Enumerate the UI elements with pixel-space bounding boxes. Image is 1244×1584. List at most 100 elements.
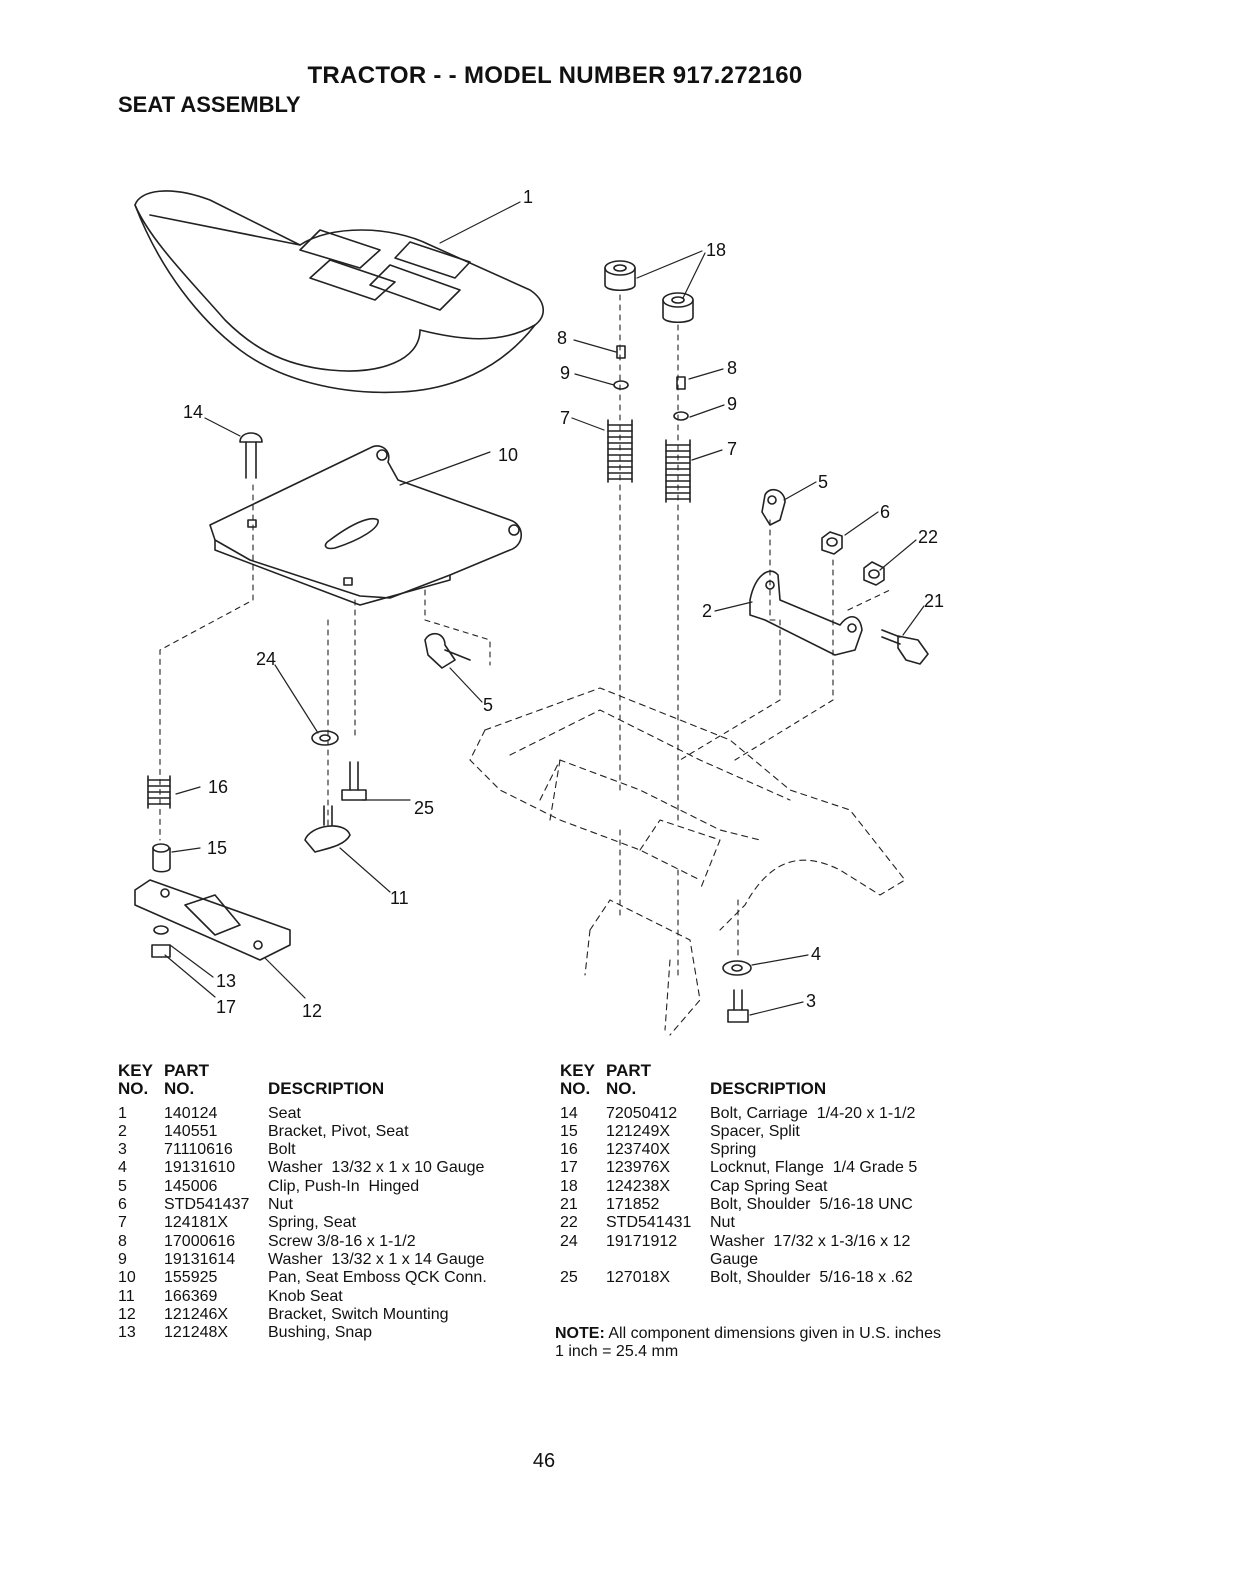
seat-part	[134, 190, 544, 394]
part-no-cell: 19131610	[164, 1159, 236, 1177]
description-cell: Clip, Push-In Hinged	[268, 1177, 420, 1195]
knob-seat-part	[304, 805, 351, 853]
callout-2: 2	[702, 601, 712, 621]
header-no: NO.	[560, 1079, 591, 1099]
header-part: PART	[606, 1061, 652, 1080]
part-no-cell: 166369	[164, 1287, 218, 1305]
description-cell: Gauge	[710, 1250, 759, 1268]
lower-clip-part	[424, 632, 471, 669]
description-cell: Spring	[710, 1141, 757, 1159]
description-cell: Screw 3/8-16 x 1-1/2	[268, 1232, 416, 1250]
description-cell: Locknut, Flange 1/4 Grade 5	[710, 1159, 918, 1177]
key-no-cell: 12	[118, 1305, 136, 1323]
key-no-cell: 5	[118, 1177, 127, 1195]
key-no-cell: 1	[118, 1104, 127, 1122]
callout-1: 1	[523, 187, 533, 207]
key-no-cell: 4	[118, 1159, 127, 1177]
callout-18: 18	[706, 240, 726, 260]
callout-8-right: 8	[727, 358, 737, 378]
header-partno: NO.	[606, 1079, 637, 1099]
page-number: 46	[532, 1450, 556, 1472]
table-row: Gauge	[560, 1251, 1000, 1269]
header-key: KEY	[560, 1061, 595, 1080]
part-no-cell: 140551	[164, 1122, 218, 1140]
callout-16: 16	[208, 777, 228, 797]
description-cell: Bolt, Shoulder 5/16-18 UNC	[710, 1196, 913, 1214]
callout-21: 21	[924, 591, 944, 611]
part-no-cell: STD541431	[606, 1214, 692, 1232]
bushing-locknut-parts	[151, 925, 171, 958]
description-cell: Nut	[268, 1196, 293, 1214]
callout-5-upper: 5	[818, 472, 828, 492]
description-cell: Spacer, Split	[710, 1122, 800, 1140]
callout-7-right: 7	[727, 439, 737, 459]
spring-spacer-parts	[147, 775, 171, 873]
part-no-cell: 124181X	[164, 1214, 229, 1232]
header-part: PART	[164, 1061, 210, 1080]
key-no-cell: 13	[118, 1324, 136, 1342]
description-cell: Knob Seat	[268, 1287, 343, 1305]
callout-24: 24	[256, 649, 276, 669]
part-no-cell: 123740X	[606, 1141, 671, 1159]
callout-14: 14	[183, 402, 203, 422]
table-header-row-1: KEY PART	[118, 1061, 548, 1080]
part-no-cell: 71110616	[164, 1141, 233, 1159]
shoulder-bolt-part	[341, 761, 367, 801]
part-no-cell	[606, 1251, 710, 1269]
washer-bolt-parts	[722, 960, 752, 1023]
key-no-cell: 25	[560, 1269, 578, 1287]
seat-assembly-diagram: 1 18 8 9 7 8 9 7 5 6 22 21 2 14 10 24 5 …	[134, 187, 944, 1036]
washer-24-part	[311, 730, 339, 746]
key-no-cell: 17	[560, 1159, 578, 1177]
header-description: DESCRIPTION	[268, 1079, 385, 1099]
part-no-cell: 145006	[164, 1177, 218, 1195]
pivot-bracket-part	[749, 570, 863, 656]
part-no-cell: 140124	[164, 1104, 218, 1122]
leader-lines	[164, 201, 925, 1016]
callout-5-lower: 5	[483, 695, 493, 715]
carriage-bolt-part	[239, 432, 263, 479]
key-no-cell: 21	[560, 1196, 578, 1214]
callout-22: 22	[918, 527, 938, 547]
table-row: 25 127018X Bolt, Shoulder 5/16-18 x .62	[560, 1269, 1000, 1287]
part-no-cell: 123976X	[606, 1159, 671, 1177]
description-cell: Bolt, Carriage 1/4-20 x 1-1/2	[710, 1104, 916, 1122]
table-row: 1 140124 Seat	[118, 1105, 548, 1123]
description-cell: Bolt	[268, 1141, 296, 1159]
description-cell: Bolt, Shoulder 5/16-18 x .62	[710, 1269, 913, 1287]
description-cell: Bracket, Switch Mounting	[268, 1305, 449, 1323]
callout-13: 13	[216, 971, 236, 991]
description-cell: Bushing, Snap	[268, 1324, 373, 1342]
page-title: TRACTOR - - MODEL NUMBER 917.272160	[307, 62, 803, 89]
part-no-cell: 19171912	[606, 1232, 678, 1250]
description-cell: Washer 17/32 x 1-3/16 x 12	[710, 1232, 911, 1250]
callout-9-right: 9	[727, 394, 737, 414]
callout-4: 4	[811, 944, 821, 964]
callout-8-left: 8	[557, 328, 567, 348]
table-header-row-1: KEY PART	[560, 1061, 1000, 1080]
table-header-row-2: NO. NO. DESCRIPTION	[118, 1079, 548, 1099]
callout-17: 17	[216, 997, 236, 1017]
part-no-cell: STD541437	[164, 1196, 250, 1214]
part-no-cell: 155925	[164, 1269, 218, 1287]
header-partno: NO.	[164, 1079, 195, 1099]
header-description: DESCRIPTION	[710, 1079, 827, 1099]
key-no-cell: 11	[118, 1287, 135, 1305]
part-no-cell: 127018X	[606, 1269, 671, 1287]
fastener-parts	[821, 531, 929, 665]
part-no-cell: 121248X	[164, 1324, 229, 1342]
description-cell: Seat	[268, 1104, 301, 1122]
